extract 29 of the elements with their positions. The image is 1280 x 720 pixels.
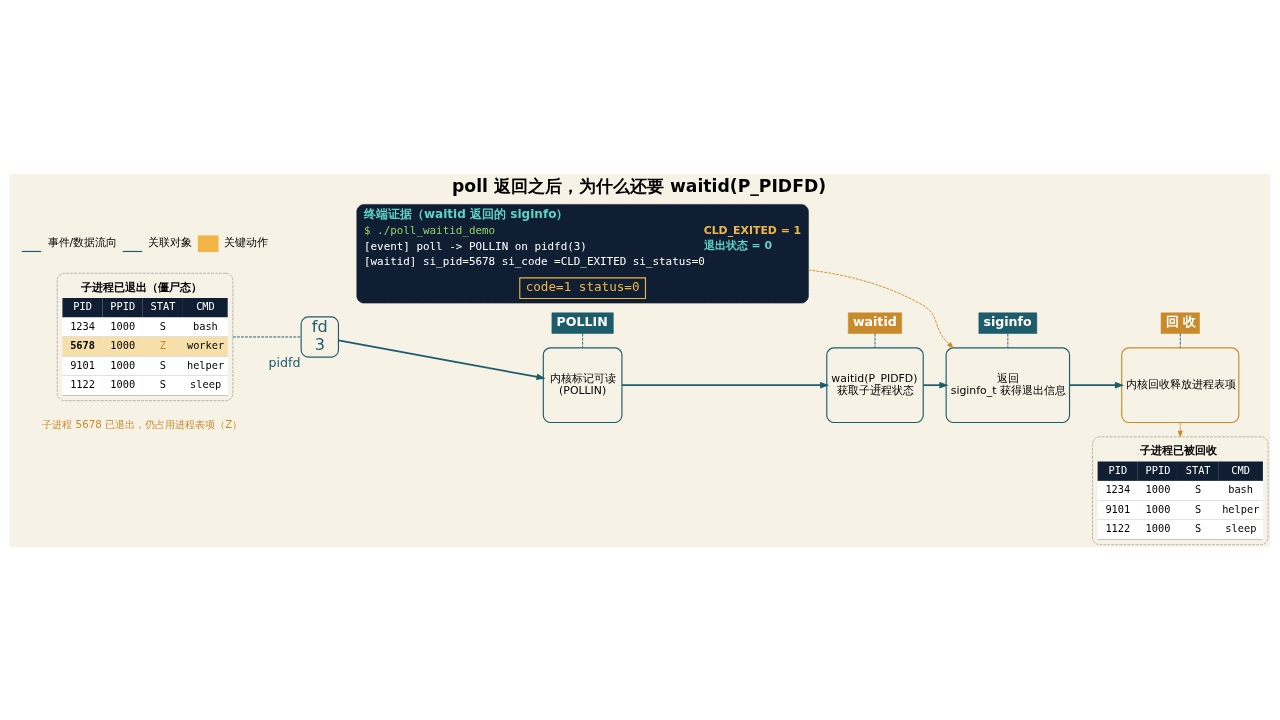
arrow — [807, 269, 954, 348]
node-label: 子进程 5678 已退出，仍占用进程表项（Z） — [42, 417, 243, 430]
node-box: siginfo — [978, 312, 1038, 334]
node-box: waitid(P_PIDFD) 获取子进程状态 — [826, 346, 924, 423]
node-box: 内核标记可读 (POLLIN) — [542, 346, 623, 423]
node-box: fd 3 — [300, 315, 339, 358]
arrow — [1068, 381, 1125, 388]
connector — [1179, 332, 1181, 348]
node-box: 子进程已被回收 PID PPID STAT CMD 1234 1000 S bash 9101 1000 S helper 1122 1000 S sleep — [1092, 436, 1269, 545]
connector — [874, 332, 876, 348]
node-label: pidfd — [268, 354, 301, 370]
legend-label: 事件/数据流向 — [47, 235, 118, 249]
legend-label: 关键动作 — [224, 235, 269, 249]
node-box: waitid — [848, 312, 902, 334]
arrow — [922, 381, 949, 388]
connector — [582, 332, 584, 348]
node-box: code=1 status=0 — [519, 276, 647, 299]
diagram-title: poll 返回之后，为什么还要 waitid(P_PIDFD) — [452, 175, 827, 196]
connector — [232, 336, 302, 337]
node-box: POLLIN — [551, 312, 614, 334]
legend-label: 关联对象 — [148, 235, 193, 249]
node-box: 内核回收释放进程表项 — [1121, 346, 1240, 423]
node-box: 返回 siginfo_t 获得退出信息 — [945, 346, 1071, 423]
node-box: 回 收 — [1160, 312, 1200, 334]
arrow — [1177, 421, 1183, 437]
arrow — [337, 338, 546, 380]
connector — [1007, 332, 1009, 348]
arrow — [621, 381, 830, 388]
node-box: 子进程已退出（僵尸态） PID PPID STAT CMD 1234 1000 S bash 5678 1000 Z worker 9101 1000 S helper 1122 1000 S sleep — [56, 272, 234, 401]
